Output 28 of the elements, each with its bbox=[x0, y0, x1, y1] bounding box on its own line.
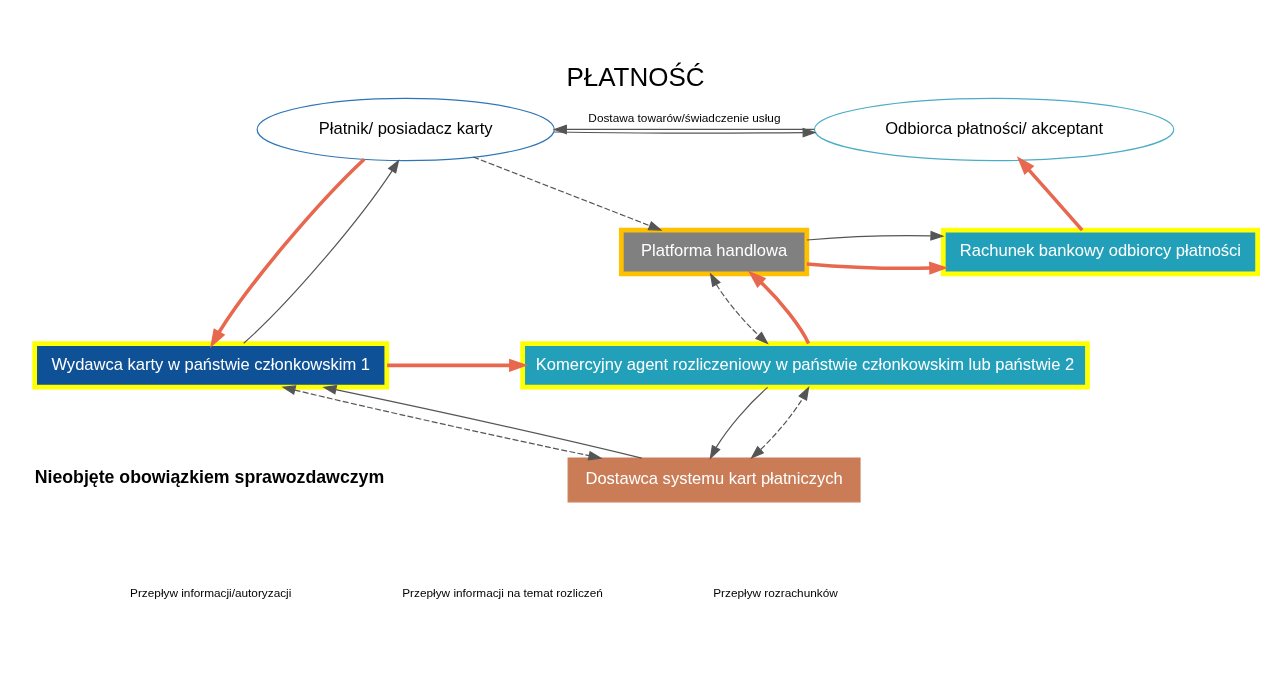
arrow bbox=[552, 124, 815, 134]
arrow bbox=[281, 384, 603, 460]
node-box: Komercyjny agent rozliczeniowy w państwie członkowskim lub państwie 2 bbox=[520, 340, 1090, 390]
edge-label: Dostawa towarów/świadczenie usług bbox=[588, 110, 781, 125]
arrow bbox=[806, 230, 945, 241]
arrow bbox=[472, 155, 663, 231]
diagram-title: PŁATNOŚĆ bbox=[566, 61, 705, 92]
arrow bbox=[210, 157, 366, 348]
arrow bbox=[553, 127, 817, 138]
node-ellipse: Odbiorca płatności/ akceptant bbox=[813, 97, 1175, 161]
node-box: Wydawca karty w państwie członkowskim 1 bbox=[32, 340, 390, 390]
legend-label: Przepływ informacji na temat rozliczeń bbox=[402, 585, 603, 600]
arrow bbox=[1016, 155, 1084, 231]
node-box: Rachunek bankowy odbiorcy płatności bbox=[940, 227, 1260, 276]
arrow bbox=[709, 271, 769, 345]
legend-label: Przepływ rozrachunków bbox=[713, 585, 838, 600]
node-box: Dostawca systemu kart płatniczych bbox=[567, 457, 861, 502]
arrow bbox=[243, 158, 400, 344]
arrow bbox=[709, 386, 769, 460]
node-ellipse: Płatnik/ posiadacz karty bbox=[256, 97, 555, 161]
node-box: Platforma handlowa bbox=[618, 227, 810, 276]
arrow bbox=[387, 358, 529, 372]
arrow bbox=[750, 385, 810, 459]
arrow bbox=[747, 269, 811, 344]
arrow bbox=[322, 384, 643, 459]
legend-label: Przepływ informacji/autoryzacji bbox=[130, 585, 292, 600]
label: Nieobjęte obowiązkiem sprawozdawczym bbox=[34, 466, 385, 487]
arrow bbox=[806, 261, 949, 275]
